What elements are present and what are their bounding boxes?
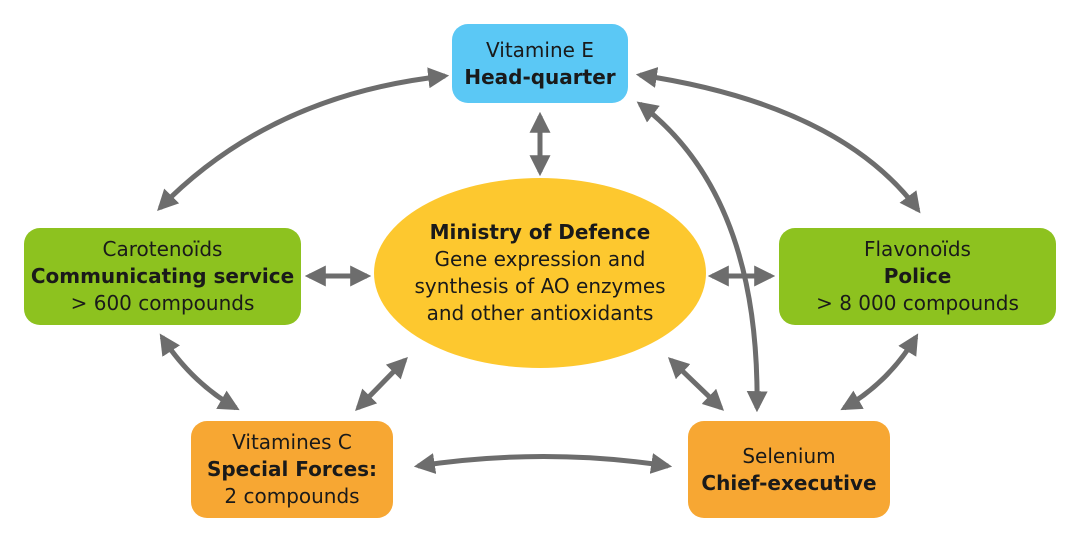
vitamines-c-count: 2 compounds <box>224 484 360 508</box>
arrow-vitamine-e-carotenoids <box>157 67 450 212</box>
arrow-flavonoids-selenium <box>840 333 919 411</box>
vitamine-e-name: Vitamine E <box>486 37 594 62</box>
flavonoids-count: > 8 000 compounds <box>816 291 1019 315</box>
arrow-vitamines-c-ministry <box>355 356 408 412</box>
carotenoids-role: Communicating service <box>30 264 295 288</box>
node-carotenoids: Carotenoïds Communicating service > 600 … <box>24 228 301 325</box>
ministry-line-4: and other antioxidants <box>426 301 654 325</box>
ministry-title: Ministry of Defence <box>429 220 651 244</box>
selenium-role: Chief-executive <box>701 470 877 495</box>
arrow-vitamine-e-selenium <box>636 101 768 413</box>
arrow-vitamine-e-flavonoids <box>635 67 921 214</box>
ministry-line-3: synthesis of AO enzymes <box>414 274 666 298</box>
node-flavonoids: Flavonoïds Police > 8 000 compounds <box>779 228 1056 325</box>
carotenoids-name: Carotenoïds <box>102 237 223 261</box>
flavonoids-name: Flavonoïds <box>864 237 971 261</box>
selenium-name: Selenium <box>742 443 836 468</box>
ministry-line-2: Gene expression and <box>434 247 646 271</box>
vitamine-e-role: Head-quarter <box>464 64 616 89</box>
arrow-ministry-selenium <box>667 357 725 411</box>
carotenoids-count: > 600 compounds <box>70 291 255 315</box>
arrow-vitamines-c-selenium <box>413 453 673 474</box>
node-vitamine-e: Vitamine E Head-quarter <box>452 24 628 103</box>
node-ministry-of-defence: Ministry of Defence Gene expression and … <box>374 178 706 368</box>
node-selenium: Selenium Chief-executive <box>688 421 890 518</box>
vitamines-c-name: Vitamines C <box>232 430 352 454</box>
node-vitamines-c: Vitamines C Special Forces: 2 compounds <box>191 421 393 518</box>
vitamines-c-role: Special Forces: <box>206 457 378 481</box>
arrow-carotenoids-vitamines-c <box>159 333 240 411</box>
flavonoids-role: Police <box>883 264 952 288</box>
